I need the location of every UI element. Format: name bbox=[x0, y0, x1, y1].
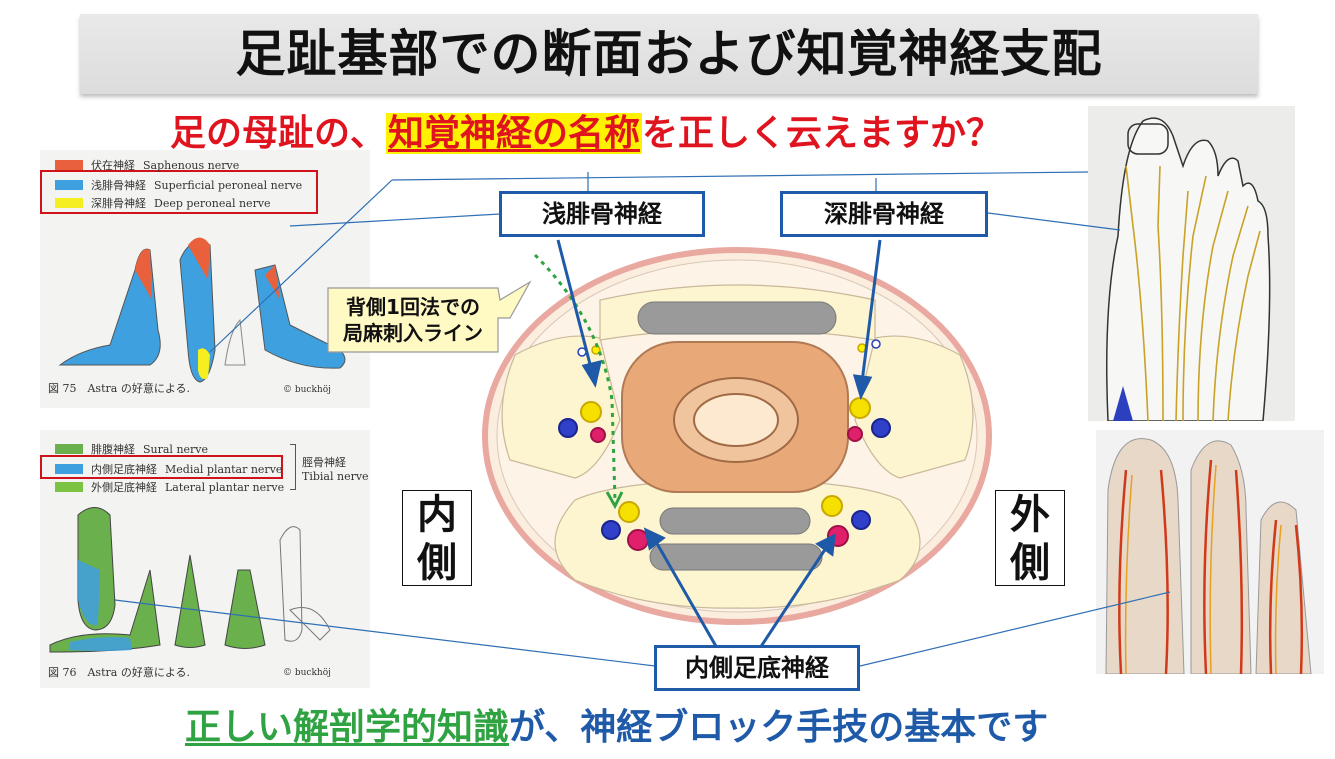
legend-bottom: 腓腹神経 Sural nerve 内側足底神経 Medial plantar n… bbox=[55, 440, 284, 496]
question-highlight: 知覚神経の名称 bbox=[386, 113, 643, 154]
bottom-statement-rest: が、神経ブロック手技の基本です bbox=[509, 707, 1049, 748]
figure-76-credit: © buckhöj bbox=[283, 668, 331, 678]
lateral-dorsal-nerve bbox=[849, 397, 871, 419]
extensor-tendon bbox=[637, 301, 837, 335]
swatch-saphenous bbox=[55, 160, 83, 170]
highlight-frame-bottom-legend bbox=[40, 455, 283, 479]
lateral-dorsal-vein-small bbox=[871, 339, 881, 349]
lateral-plantar-nerve bbox=[821, 495, 843, 517]
swatch-medial-plantar bbox=[55, 464, 83, 474]
swatch-deep bbox=[55, 198, 83, 208]
legend-bottom-item-sural: 腓腹神経 Sural nerve bbox=[55, 440, 284, 458]
legend-top: 伏在神経 Saphenous nerve 浅腓骨神経 Superficial p… bbox=[55, 156, 302, 212]
tibial-bracket bbox=[290, 444, 296, 490]
flexor-tendon-lower bbox=[649, 543, 823, 571]
medial-plantar-vein bbox=[601, 520, 621, 540]
injection-line bbox=[533, 253, 617, 501]
legend-top-item-deep: 深腓骨神経 Deep peroneal nerve bbox=[55, 194, 302, 212]
callout-balloon bbox=[327, 280, 532, 353]
bottom-statement: 正しい解剖学的知識が、神経ブロック手技の基本です bbox=[185, 700, 1048, 756]
label-deep-peroneal-nerve: 深腓骨神経 bbox=[780, 191, 988, 237]
medial-dorsal-nerve bbox=[580, 401, 602, 423]
figure-75-caption: 図 75 Astra の好意による. bbox=[48, 382, 190, 395]
swatch-lateral-plantar bbox=[55, 482, 83, 492]
plantar-foot-figure bbox=[40, 430, 370, 688]
legend-top-item-superficial: 浅腓骨神経 Superficial peroneal nerve bbox=[55, 176, 302, 194]
legend-bottom-item-lateral-plantar: 外側足底神経 Lateral plantar nerve bbox=[55, 478, 284, 496]
lateral-plantar-vein bbox=[851, 510, 871, 530]
figure-75-credit: © buckhöj bbox=[283, 385, 331, 395]
dorsal-toes-nerve-illustration bbox=[1088, 106, 1295, 422]
question-prefix: 足の母趾の、 bbox=[170, 113, 387, 154]
swatch-sural bbox=[55, 444, 83, 454]
lateral-side-label: 外 側 bbox=[995, 490, 1065, 586]
medial-dorsal-vein bbox=[558, 418, 578, 438]
label-superficial-peroneal-nerve: 浅腓骨神経 bbox=[499, 191, 705, 237]
tibial-group-en: Tibial nerve bbox=[302, 470, 369, 483]
dorsal-foot-illustration bbox=[58, 237, 346, 383]
swatch-superficial bbox=[55, 180, 83, 190]
question-suffix: を正しく云えますか？ bbox=[642, 113, 1003, 154]
bone-marrow bbox=[693, 393, 779, 447]
flexor-tendon-upper bbox=[659, 507, 811, 535]
callout-line-1: 背側1回法での bbox=[346, 295, 480, 319]
page-title: 足趾基部での断面および知覚神経支配 bbox=[235, 25, 1103, 83]
plantar-foot-illustration bbox=[49, 507, 331, 653]
medial-side-label: 内 側 bbox=[402, 490, 472, 586]
title-band bbox=[80, 14, 1258, 94]
figure-76-caption: 図 76 Astra の好意による. bbox=[48, 666, 190, 679]
highlight-frame-top-legend bbox=[40, 170, 318, 214]
lateral-dorsal-vein bbox=[871, 418, 891, 438]
callout-text: 背側1回法での 局麻刺入ライン bbox=[328, 294, 498, 346]
legend-bottom-item-medial-plantar: 内側足底神経 Medial plantar nerve bbox=[55, 460, 284, 478]
leader-lines bbox=[114, 171, 1171, 667]
tibial-group-jp: 脛骨神経 bbox=[302, 456, 346, 469]
dorsal-foot-figure bbox=[40, 150, 370, 408]
medial-plantar-nerve bbox=[618, 501, 640, 523]
medial-dorsal-artery bbox=[590, 427, 606, 443]
legend-top-item-saphenous: 伏在神経 Saphenous nerve bbox=[55, 156, 302, 174]
lateral-dorsal-compartment bbox=[854, 335, 974, 479]
pointer-arrows bbox=[556, 239, 882, 649]
label-medial-plantar-nerve: 内側足底神経 bbox=[654, 645, 860, 691]
callout-line-2: 局麻刺入ライン bbox=[343, 321, 483, 345]
plantar-toes-nerve-illustration bbox=[1096, 430, 1324, 675]
question-text: 足の母趾の、知覚神経の名称を正しく云えますか？ bbox=[170, 106, 1002, 162]
medial-plantar-artery bbox=[627, 529, 649, 551]
bottom-statement-emphasis: 正しい解剖学的知識 bbox=[185, 707, 510, 748]
lateral-dorsal-artery bbox=[847, 426, 863, 442]
